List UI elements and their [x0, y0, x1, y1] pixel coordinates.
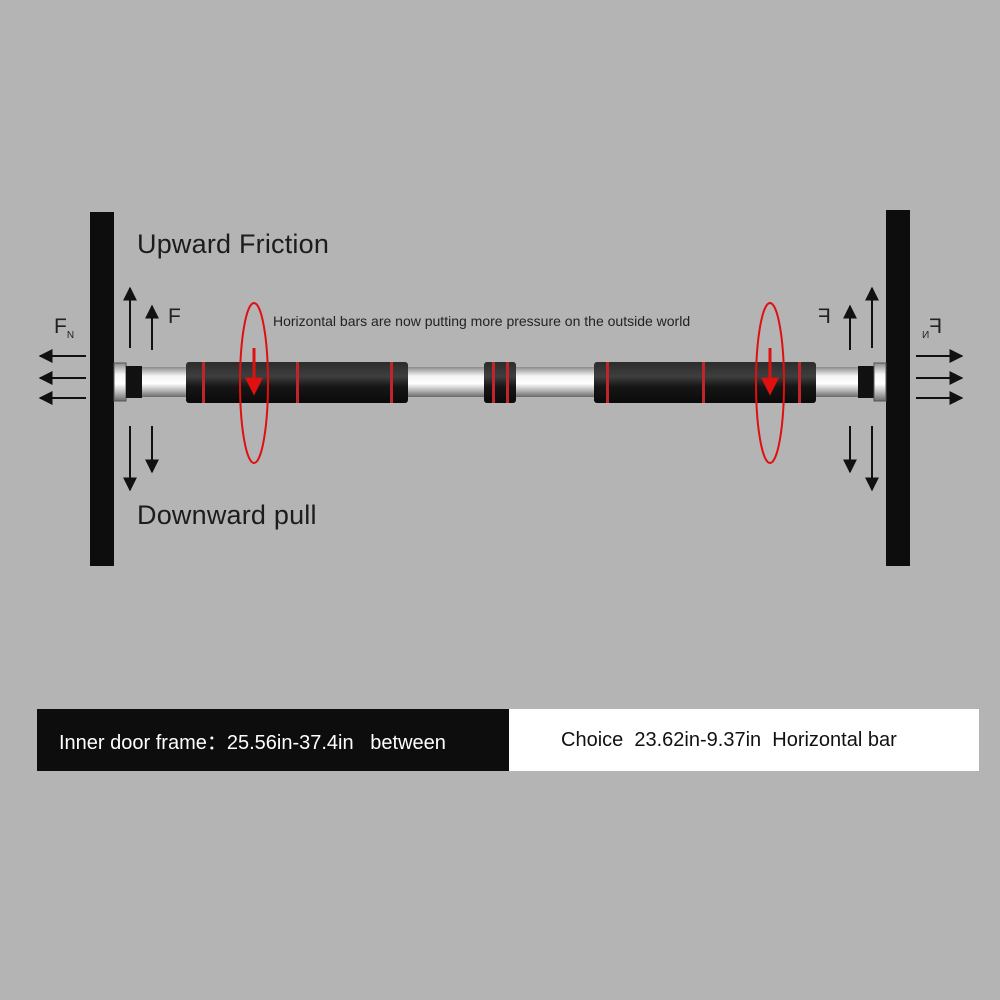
right-end-cap — [873, 362, 887, 402]
right-door-frame — [886, 210, 910, 566]
downward-pull-label: Downward pull — [137, 500, 317, 530]
right-rotation-arrow-icon — [755, 302, 785, 464]
left-friction-symbol: F — [168, 305, 181, 328]
left-end-cap — [113, 362, 127, 402]
left-door-frame — [90, 212, 114, 566]
right-normal-force-arrow-icon — [916, 349, 964, 405]
upward-friction-label: Upward Friction — [137, 229, 330, 259]
left-upward-force-arrow-icon — [123, 286, 159, 350]
measurement-banner: Inner door frame：25.56in-37.4in between … — [37, 709, 979, 771]
left-normal-force-arrow-icon — [38, 349, 86, 405]
left-foam-grip — [186, 362, 408, 403]
right-upward-force-arrow-icon — [843, 286, 879, 350]
door-frame-range-text: Inner door frame：25.56in-37.4in between — [37, 709, 509, 771]
pressure-note: Horizontal bars are now putting more pre… — [273, 313, 691, 329]
right-normal-force-symbol: FN — [922, 315, 943, 342]
right-downward-force-arrow-icon — [843, 426, 879, 492]
right-friction-symbol: F — [818, 305, 831, 328]
right-end-collar — [858, 366, 874, 398]
bar-length-range-text: Choice 23.62in-9.37in Horizontal bar — [509, 709, 979, 771]
left-end-collar — [126, 366, 142, 398]
left-normal-force-symbol: FN — [54, 315, 75, 342]
pull-up-bar-diagram — [38, 210, 964, 566]
center-foam-grip — [484, 362, 516, 403]
left-rotation-arrow-icon — [239, 302, 269, 464]
left-downward-force-arrow-icon — [123, 426, 159, 492]
right-foam-grip — [594, 362, 816, 403]
